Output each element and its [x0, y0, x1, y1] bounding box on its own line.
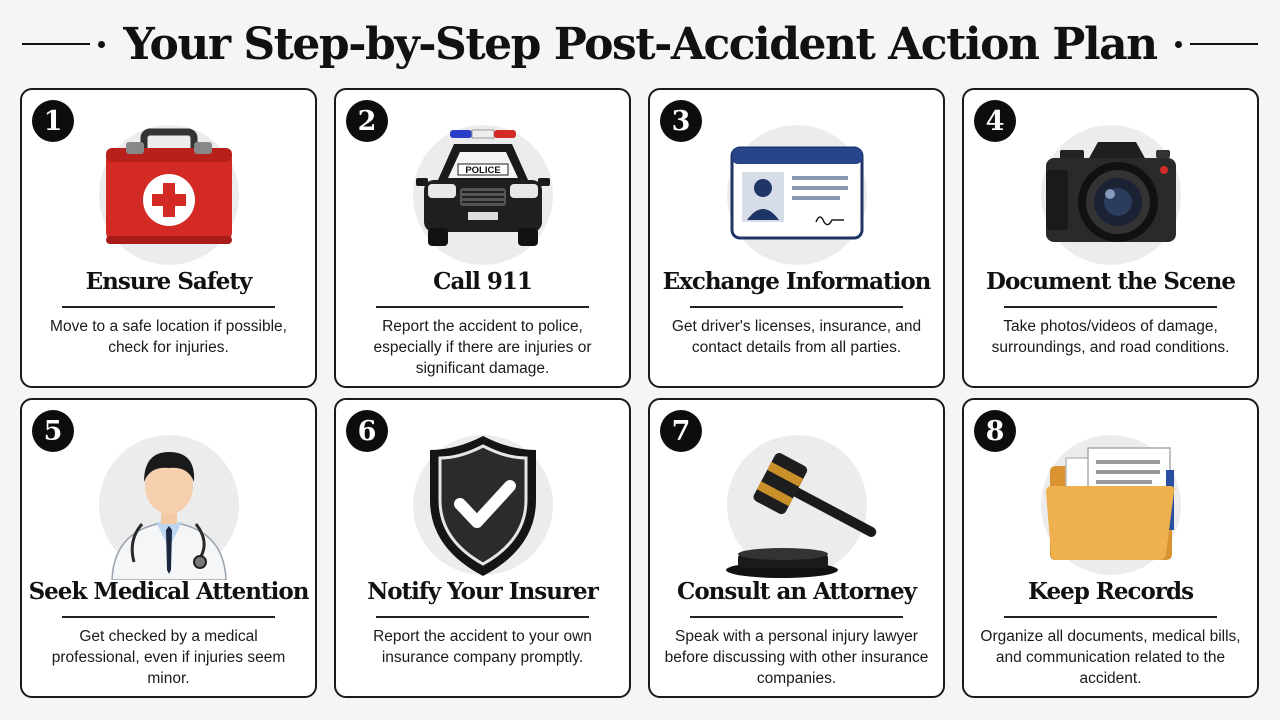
gavel-icon: [725, 453, 876, 578]
step-title: Document the Scene: [986, 268, 1236, 295]
step-title: Ensure Safety: [85, 268, 253, 295]
step-title: Keep Records: [1027, 578, 1194, 605]
step-number-badge: 4: [974, 100, 1016, 142]
step-divider: [690, 616, 903, 618]
step-number-badge: 5: [32, 410, 74, 452]
step-title: Seek Medical Attention: [28, 578, 310, 605]
step-number-badge: 7: [660, 410, 702, 452]
step-card-4: 4 Document the Scene Take photos/videos …: [962, 88, 1259, 388]
header-dot-right: [1174, 40, 1182, 48]
step-title: Consult an Attorney: [677, 578, 917, 605]
header-rule-left: [22, 43, 91, 45]
step-card-1: 1 Ensure Safety Move to a safe location …: [20, 88, 317, 388]
steps-grid: 1 Ensure Safety Move to a safe location …: [20, 88, 1260, 700]
step-divider: [1004, 616, 1217, 618]
step-description: Report the accident to police, especiall…: [373, 318, 592, 377]
step-card-7: 7 Consult an Attorney Speak with a perso…: [648, 398, 945, 698]
step-card-2: 2 POLICE: [334, 88, 631, 388]
first-aid-kit-icon: [105, 128, 232, 244]
shield-check-icon: [429, 436, 536, 576]
camera-icon: [1045, 142, 1176, 242]
step-title: Exchange Information: [662, 268, 932, 295]
step-description: Organize all documents, medical bills, a…: [980, 628, 1241, 687]
step-divider: [690, 306, 903, 308]
step-number-badge: 2: [346, 100, 388, 142]
step-card-3: 3 Exchange Information Get driver's lice…: [648, 88, 945, 388]
step-number-badge: 3: [660, 100, 702, 142]
step-divider: [376, 616, 589, 618]
header-dot-left: [98, 40, 106, 48]
doctor-icon: [110, 452, 227, 580]
step-card-6: 6 Notify Your Insurer Report the acciden…: [334, 398, 631, 698]
step-description: Report the accident to your own insuranc…: [373, 628, 592, 666]
step-title: Call 911: [433, 268, 533, 295]
step-description: Move to a safe location if possible, che…: [50, 318, 287, 356]
step-number-badge: 6: [346, 410, 388, 452]
header-rule-right: [1189, 43, 1258, 45]
police-car-icon: POLICE: [415, 129, 550, 246]
step-title: Notify Your Insurer: [367, 578, 599, 605]
step-divider: [376, 306, 589, 308]
header: Your Step-by-Step Post-Accident Action P…: [0, 0, 1280, 88]
step-card-8: 8 Keep Records Organize all documents, m…: [962, 398, 1259, 698]
svg-text:POLICE: POLICE: [465, 165, 500, 176]
step-description: Take photos/videos of damage, surroundin…: [991, 318, 1230, 356]
step-description: Get checked by a medical professional, e…: [51, 628, 286, 687]
step-divider: [62, 306, 275, 308]
step-divider: [62, 616, 275, 618]
step-description: Get driver's licenses, insurance, and co…: [671, 318, 922, 356]
step-number-badge: 1: [32, 100, 74, 142]
step-card-5: 5 Seek Medical Attention Get checked by …: [20, 398, 317, 698]
id-card-icon: [730, 146, 863, 240]
step-number-badge: 8: [974, 410, 1016, 452]
page-title: Your Step-by-Step Post-Accident Action P…: [123, 18, 1158, 70]
step-divider: [1004, 306, 1217, 308]
step-description: Speak with a personal injury lawyer befo…: [664, 628, 929, 687]
folder-icon: [1045, 447, 1174, 560]
